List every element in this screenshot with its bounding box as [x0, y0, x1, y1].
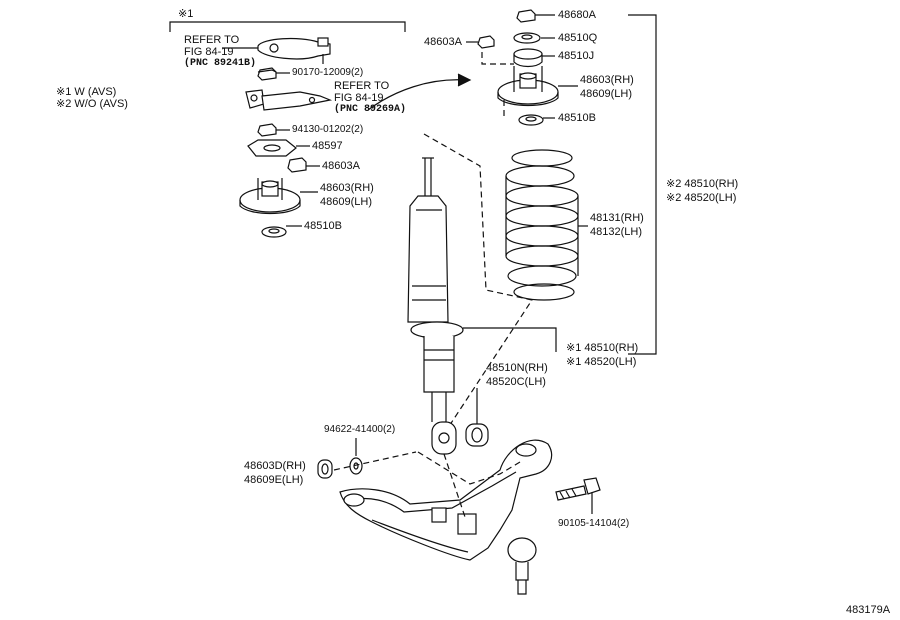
refer-arrow — [367, 79, 466, 111]
washer-94622 — [349, 457, 363, 475]
upper-support-left — [239, 178, 301, 215]
leader-shock-assy — [463, 327, 557, 352]
nut-94130 — [257, 123, 277, 137]
bracket-48597 — [247, 139, 297, 157]
legend-avs-wo: ※2 W/O (AVS) — [56, 98, 128, 110]
label-assy-avs-wo-rh: ※2 48510(RH) — [666, 178, 739, 190]
washer-48510q — [513, 32, 541, 44]
label-48510j: 48510J — [558, 50, 595, 62]
label-assy-avs-wo-lh: ※2 48520(LH) — [666, 192, 737, 204]
label-arm-bushing-lh: 48609E(LH) — [244, 474, 304, 486]
refer-mid-line1: REFER TO — [334, 80, 390, 92]
avs-group-bracket — [169, 21, 406, 32]
dash-stack-top — [481, 52, 514, 65]
label-48597: 48597 — [312, 140, 343, 152]
coil-spring — [505, 149, 579, 301]
label-assy-avs-w-lh: ※1 48520(LH) — [566, 356, 637, 368]
refer-top-pnc: (PNC 89241B) — [184, 58, 257, 69]
lower-control-arm — [339, 439, 553, 561]
ball-joint — [507, 537, 537, 595]
label-arm-bushing-rh: 48603D(RH) — [244, 460, 306, 472]
shock-bushing — [465, 423, 489, 447]
dash-arm-shock — [443, 453, 467, 521]
upper-support-right — [497, 66, 559, 107]
label-bushing-rh: 48510N(RH) — [486, 362, 548, 374]
label-spring-rh: 48131(RH) — [590, 212, 644, 224]
label-bolt: 90105-14104(2) — [558, 518, 630, 529]
nut-48680a — [516, 9, 536, 23]
seat-48510b-right — [518, 114, 544, 126]
height-sensor-bracket — [245, 89, 333, 111]
label-48603rh-left: 48603(RH) — [320, 182, 374, 194]
dash-arm-bushing — [333, 451, 417, 471]
label-48510q: 48510Q — [558, 32, 598, 44]
label-48609lh-left: 48609(LH) — [320, 196, 372, 208]
seat-48510b-left — [261, 226, 287, 238]
label-48680a: 48680A — [558, 9, 596, 21]
refer-top-line1: REFER TO — [184, 34, 240, 46]
legend-avs-w: ※1 W (AVS) — [56, 86, 117, 98]
avs-wo-bracket — [628, 14, 657, 355]
label-48510b-left: 48510B — [304, 220, 342, 232]
nut-48603a-right — [477, 35, 495, 49]
refer-mid-line2: FIG 84-19 — [334, 92, 384, 104]
arm-bushing — [317, 459, 333, 479]
label-assy-avs-w-rh: ※1 48510(RH) — [566, 342, 639, 354]
label-48603a-right: 48603A — [424, 36, 462, 48]
label-90170: 90170-12009(2) — [292, 67, 364, 78]
label-48510b-right: 48510B — [558, 112, 596, 124]
nut-48603a-left — [287, 157, 307, 173]
cushion-48510j — [513, 48, 543, 68]
shock-absorber — [407, 157, 464, 455]
label-48609lh-right: 48609(LH) — [580, 88, 632, 100]
avs-group-mark: ※1 — [178, 8, 194, 20]
illustration-id: 483179A — [846, 604, 891, 616]
label-washer: 94622-41400(2) — [324, 424, 396, 435]
dash-arm-front — [417, 451, 521, 485]
refer-mid-pnc: (PNC 89269A) — [334, 104, 407, 115]
dash-spring-envelope — [423, 133, 533, 441]
bolt-90105 — [555, 477, 601, 501]
nut-90170 — [257, 67, 277, 81]
label-94130: 94130-01202(2) — [292, 124, 364, 135]
label-bushing-lh: 48520C(LH) — [486, 376, 546, 388]
refer-top-line2: FIG 84-19 — [184, 46, 234, 58]
label-48603rh-right: 48603(RH) — [580, 74, 634, 86]
label-spring-lh: 48132(LH) — [590, 226, 642, 238]
label-48603a-left: 48603A — [322, 160, 360, 172]
height-control-link-part — [257, 37, 331, 64]
